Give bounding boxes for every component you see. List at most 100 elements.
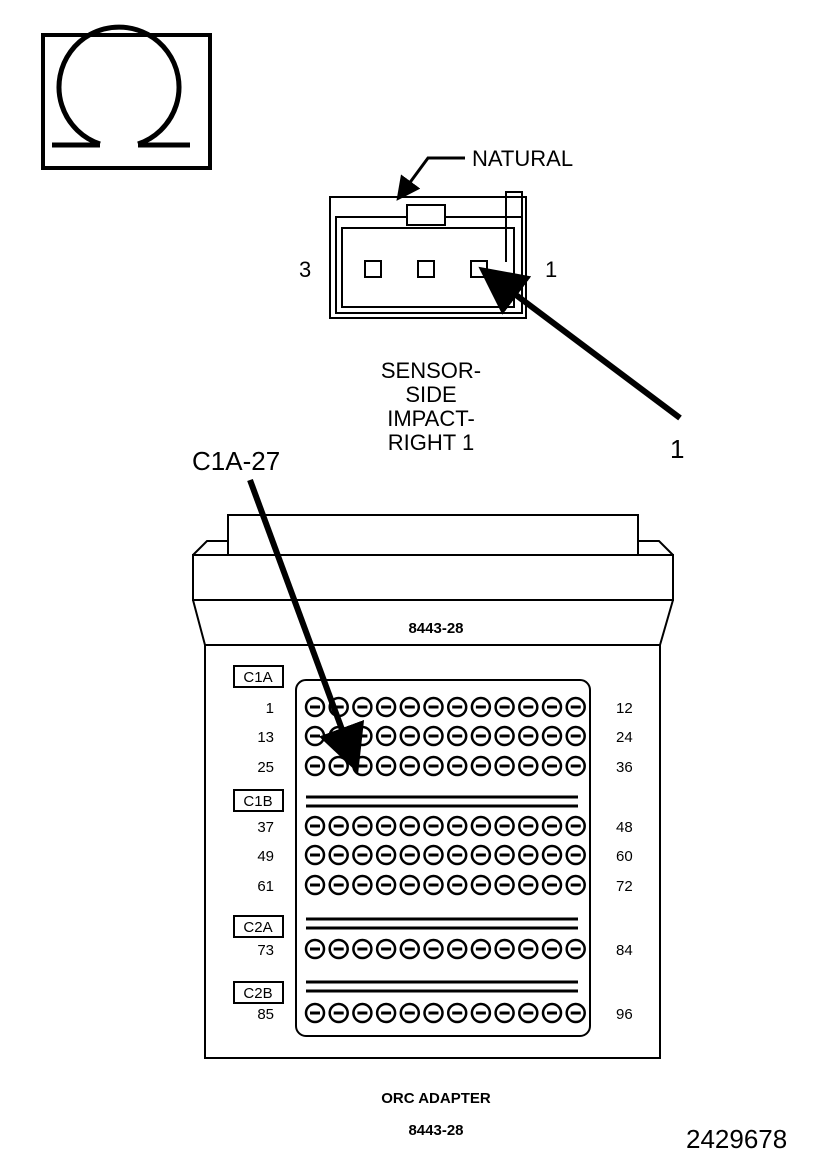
adapter-pin (446, 696, 468, 718)
row-end-number: 72 (616, 878, 633, 895)
adapter-pin (328, 874, 349, 896)
adapter-pin (541, 696, 563, 718)
connector-pin-1 (470, 260, 488, 278)
adapter-pin (470, 725, 492, 747)
adapter-pin (446, 755, 468, 777)
adapter-pin (470, 1002, 492, 1024)
adapter-pin (304, 725, 326, 747)
figure-id: 2429678 (686, 1124, 787, 1154)
adapter-pin (565, 696, 586, 718)
sensor-connector: NATURAL 3 1 SENSOR- SIDE IMPACT- RIGHT 1… (299, 146, 684, 464)
row-start-number: 85 (257, 1006, 274, 1023)
adapter-pin (375, 938, 397, 960)
row-end-number: 84 (616, 942, 633, 959)
adapter-pin (328, 844, 349, 866)
adapter-pin (541, 815, 563, 837)
adapter-pin (399, 815, 421, 837)
adapter-pin (541, 844, 563, 866)
adapter-pin (541, 1002, 563, 1024)
adapter-pin (399, 938, 421, 960)
adapter-pin (470, 815, 492, 837)
adapter-pin (565, 938, 586, 960)
adapter-pin (494, 725, 515, 747)
adapter-pin (352, 844, 373, 866)
pin-number-left: 3 (299, 257, 311, 282)
connector-name-line-1: SENSOR- (381, 358, 481, 383)
adapter-pin (304, 1002, 326, 1024)
connector-pin-2 (417, 260, 435, 278)
connector-name-line-4: RIGHT 1 (388, 430, 474, 455)
adapter-pin (565, 874, 586, 896)
adapter-pin (494, 1002, 515, 1024)
adapter-pin (328, 755, 349, 777)
adapter-pin (352, 815, 373, 837)
adapter-pin (446, 874, 468, 896)
adapter-pin (304, 755, 326, 777)
row-end-number: 96 (616, 1006, 633, 1023)
connector-name-line-2: SIDE (405, 382, 456, 407)
row-start-number: 1 (266, 700, 274, 717)
group-label-box (233, 789, 284, 812)
connector-color-label: NATURAL (472, 146, 573, 171)
connector-name-line-3: IMPACT- (387, 406, 475, 431)
adapter-pin (446, 844, 468, 866)
adapter-pin (399, 1002, 421, 1024)
adapter-pin (328, 938, 349, 960)
adapter-caption-part: 8443-28 (408, 1122, 463, 1139)
adapter-pin (352, 938, 373, 960)
adapter-pin (541, 755, 563, 777)
adapter-pin (352, 725, 373, 747)
row-end-number: 48 (616, 819, 633, 836)
adapter-pin (446, 1002, 468, 1024)
adapter-pin (470, 755, 492, 777)
color-leader (396, 156, 465, 201)
adapter-pin (423, 938, 444, 960)
pin-1-callout: 1 (670, 434, 684, 464)
adapter-pin (541, 938, 563, 960)
adapter-pin (352, 696, 373, 718)
row-start-number: 25 (257, 759, 274, 776)
group-label: C2A (243, 919, 272, 936)
adapter-pin (518, 755, 539, 777)
adapter-pin (375, 1002, 397, 1024)
adapter-pin (375, 815, 397, 837)
row-start-number: 49 (257, 848, 274, 865)
adapter-pin (304, 874, 326, 896)
adapter-pin (375, 725, 397, 747)
adapter-pin (399, 844, 421, 866)
adapter-pin (470, 696, 492, 718)
adapter-pin (423, 1002, 444, 1024)
connector-pin-3 (364, 260, 382, 278)
adapter-pin (518, 1002, 539, 1024)
adapter-pin (328, 815, 349, 837)
adapter-pin (446, 725, 468, 747)
adapter-pin (470, 874, 492, 896)
adapter-pin (565, 725, 586, 747)
adapter-pin (304, 815, 326, 837)
pin-1-callout-arrow (478, 266, 682, 421)
adapter-pin (565, 755, 586, 777)
adapter-pin (423, 874, 444, 896)
adapter-pin (423, 696, 444, 718)
adapter-pin (541, 725, 563, 747)
adapter-pin (494, 844, 515, 866)
adapter-callout: C1A-27 (192, 446, 280, 476)
adapter-pin (565, 815, 586, 837)
adapter-pin (518, 815, 539, 837)
row-start-number: 13 (257, 729, 274, 746)
adapter-pin (375, 696, 397, 718)
group-label-box (233, 981, 284, 1004)
row-end-number: 60 (616, 848, 633, 865)
ohmmeter-symbol (41, 24, 212, 170)
adapter-pin (399, 755, 421, 777)
adapter-part-number: 8443-28 (408, 620, 463, 637)
adapter-pin (518, 844, 539, 866)
adapter-pin (494, 815, 515, 837)
adapter-pin (518, 696, 539, 718)
group-label-box (233, 665, 284, 688)
adapter-pin (470, 938, 492, 960)
adapter-pin (352, 874, 373, 896)
